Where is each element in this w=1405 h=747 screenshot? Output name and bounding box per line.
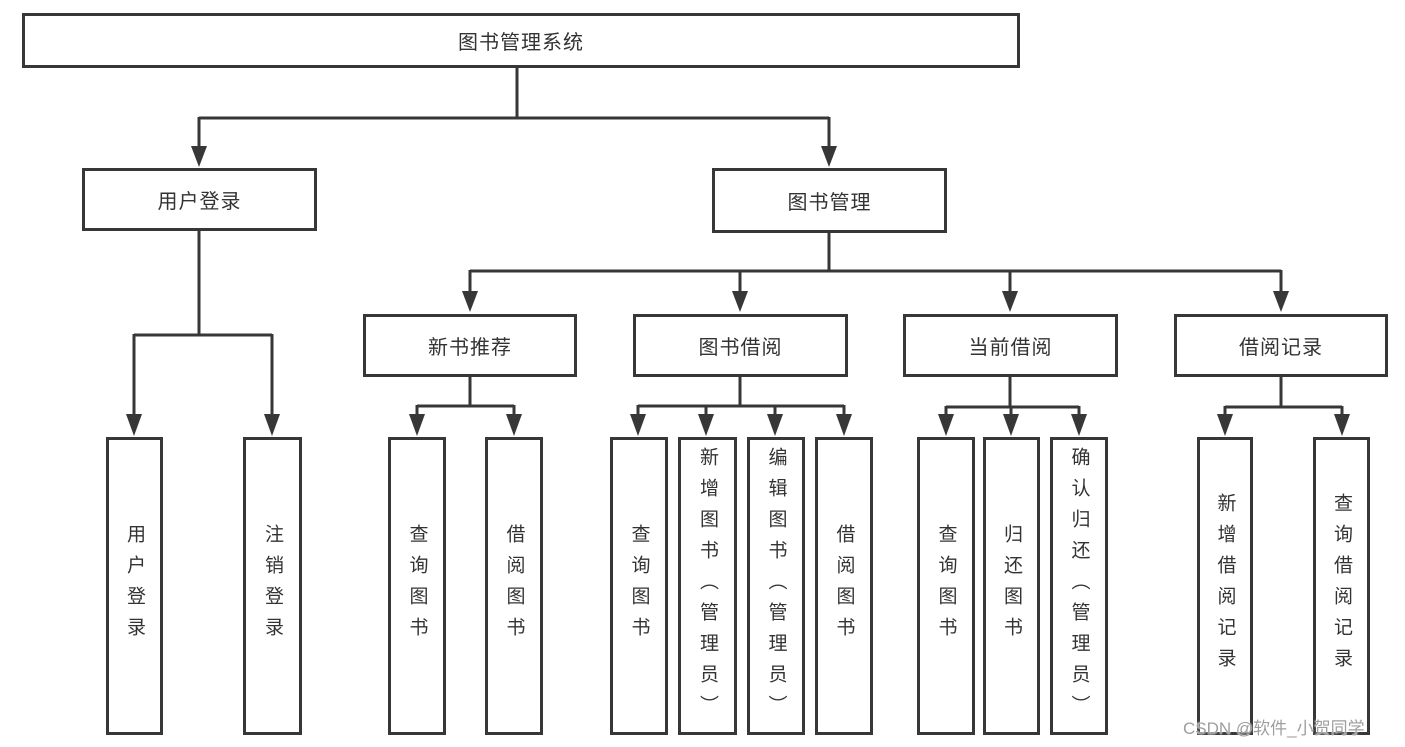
leaf-br-add-record: 新增借阅记录 [1197,437,1253,735]
leaf-bb-query-books: 查询图书 [610,437,668,735]
leaf-bb-add-books-admin: 新增图书（管理员） [678,437,737,735]
leaf-br-query-record: 查询借阅记录 [1313,437,1370,735]
node-book-borrow: 图书借阅 [633,314,848,377]
connector-stems [132,67,1344,418]
node-root-system: 图书管理系统 [22,13,1020,68]
leaf-user-login: 用户登录 [106,437,163,735]
leaf-cb-query-books: 查询图书 [917,437,975,735]
leaf-logout: 注销登录 [243,437,302,735]
node-book-management: 图书管理 [712,168,947,233]
leaf-bb-borrow-books: 借阅图书 [815,437,873,735]
csdn-watermark: CSDN @软件_小贺同学 [1183,719,1365,738]
node-new-book-recommend: 新书推荐 [363,314,577,377]
leaf-nb-borrow-books: 借阅图书 [485,437,543,735]
leaf-nb-query-books: 查询图书 [388,437,446,735]
leaf-cb-confirm-return-admin: 确认归还（管理员） [1050,437,1108,735]
leaf-bb-edit-books-admin: 编辑图书（管理员） [747,437,805,735]
leaf-cb-return-books: 归还图书 [983,437,1040,735]
arrowhead-icons [126,146,1350,436]
node-user-login: 用户登录 [82,168,317,231]
node-current-borrow: 当前借阅 [903,314,1118,377]
node-borrow-records: 借阅记录 [1174,314,1388,377]
